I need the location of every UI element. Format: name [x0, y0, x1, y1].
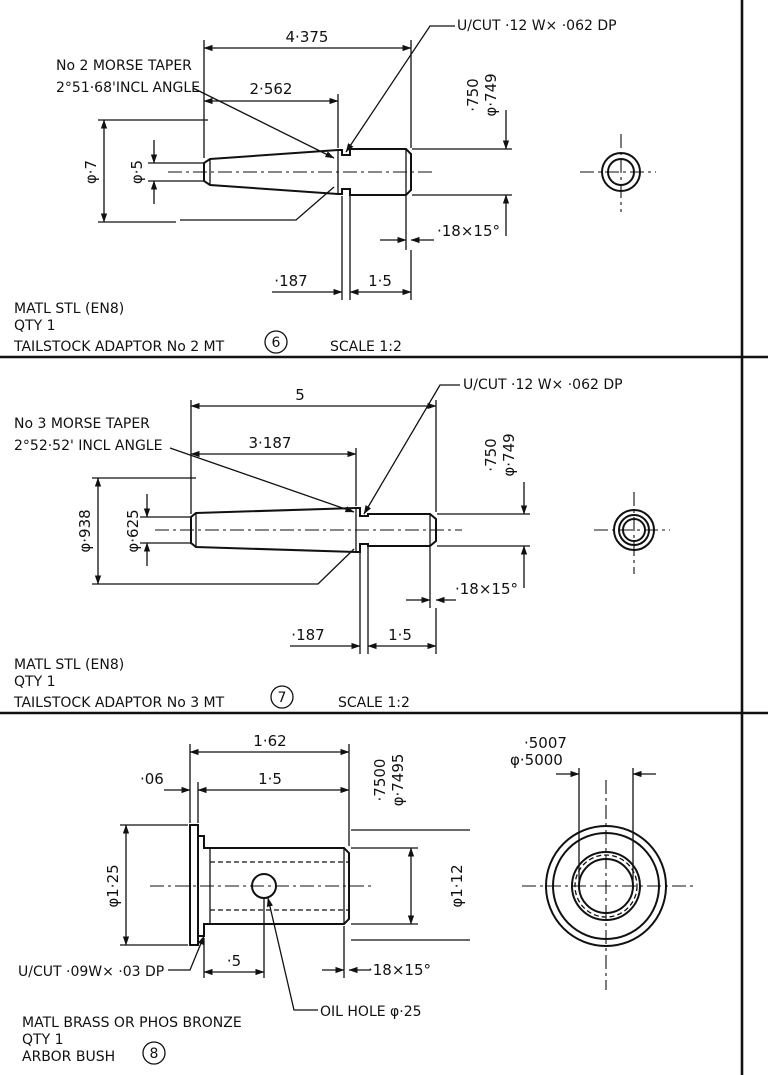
part-6-scale: SCALE 1:2 [330, 339, 402, 355]
part-6-tailstock-adaptor-no2: 4·375 2·562 No 2 MORSE TAPER 2°51·68'INC… [13, 18, 656, 355]
part-7-taper-note-1: No 3 MORSE TAPER [14, 416, 150, 432]
part-7-spigot-dia-hi: ·750 [482, 438, 500, 471]
part-8-body [198, 835, 350, 937]
part-8-bore-dia-hi: ·7500 [371, 759, 389, 802]
part-6-spigot-length: 1·5 [368, 272, 392, 290]
part-8-item-no: 8 [150, 1046, 159, 1062]
part-8-arbor-bush: 1·62 1·5 ·06 ·7500 φ·7495 φ1·25 φ1·12 U/… [18, 732, 694, 1065]
part-8-hole-position: ·5 [227, 952, 241, 970]
part-8-qty: QTY 1 [22, 1032, 63, 1048]
part-8-bore-dia-lo: φ·7495 [389, 754, 407, 807]
part-7-body-dia: φ·938 [76, 509, 94, 552]
part-8-flange-dia: φ1·25 [104, 864, 122, 907]
part-6-spigot-dia-hi: ·750 [464, 78, 482, 111]
part-7-chamfer: ·18×15° [455, 580, 518, 598]
part-6-overall-length: 4·375 [286, 28, 329, 46]
part-7-taper-note-2: 2°52·52' INCL ANGLE [14, 438, 162, 454]
part-8-oil-hole-note: OIL HOLE φ·25 [320, 1004, 422, 1020]
part-7-tailstock-adaptor-no3: 5 3·187 No 3 MORSE TAPER 2°52·52' INCL A… [13, 377, 670, 711]
part-8-overall-length: 1·62 [253, 732, 286, 750]
part-7-undercut-note: U/CUT ·12 W× ·062 DP [463, 377, 623, 393]
part-8-end-bore-hi: ·5007 [524, 734, 567, 752]
part-8-material: MATL BRASS OR PHOS BRONZE [22, 1015, 242, 1031]
part-6-spigot-dia-lo: φ·749 [482, 73, 500, 116]
part-7-material: MATL STL (EN8) [14, 657, 124, 673]
part-6-collar-length: ·187 [274, 272, 307, 290]
part-7-item-no: 7 [278, 690, 287, 706]
part-6-item-no: 6 [272, 335, 281, 351]
part-6-taper-length: 2·562 [250, 80, 293, 98]
part-8-undercut-note: U/CUT ·09W× ·03 DP [18, 964, 164, 980]
part-6-chamfer: ·18×15° [437, 222, 500, 240]
part-6-material: MATL STL (EN8) [14, 301, 124, 317]
part-7-qty: QTY 1 [14, 674, 55, 690]
part-6-taper-note-1: No 2 MORSE TAPER [56, 58, 192, 74]
part-6-body-dia: φ·7 [82, 160, 100, 184]
part-8-end-view-body [552, 832, 660, 940]
part-7-spigot-dia-lo: φ·749 [500, 433, 518, 476]
part-8-end-view-flange [545, 825, 667, 947]
part-8-end-bore-lo: φ·5000 [510, 751, 563, 769]
part-6-end-view-outer [601, 152, 641, 192]
part-6-end-view-inner [607, 158, 635, 186]
part-6-undercut-note: U/CUT ·12 W× ·062 DP [457, 18, 617, 34]
part-7-overall-length: 5 [295, 386, 305, 404]
part-8-body-length: 1·5 [258, 770, 282, 788]
part-8-body-dia: φ1·12 [448, 864, 466, 907]
part-7-scale: SCALE 1:2 [338, 695, 410, 711]
part-8-flange [189, 824, 199, 946]
part-6-small-dia: φ·5 [128, 160, 146, 184]
part-8-name: ARBOR BUSH [22, 1049, 115, 1065]
part-6-taper-note-2: 2°51·68'INCL ANGLE [56, 80, 200, 96]
part-8-chamfer: ·18×15° [368, 961, 431, 979]
part-7-small-dia: φ·625 [124, 509, 142, 552]
part-6-qty: QTY 1 [14, 318, 55, 334]
part-8-flange-thickness: ·06 [140, 770, 164, 788]
part-7-taper-length: 3·187 [249, 434, 292, 452]
part-7-spigot-length: 1·5 [388, 626, 412, 644]
part-7-collar-length: ·187 [291, 626, 324, 644]
part-7-name: TAILSTOCK ADAPTOR No 3 MT [13, 695, 225, 711]
part-6-name: TAILSTOCK ADAPTOR No 2 MT [13, 339, 225, 355]
